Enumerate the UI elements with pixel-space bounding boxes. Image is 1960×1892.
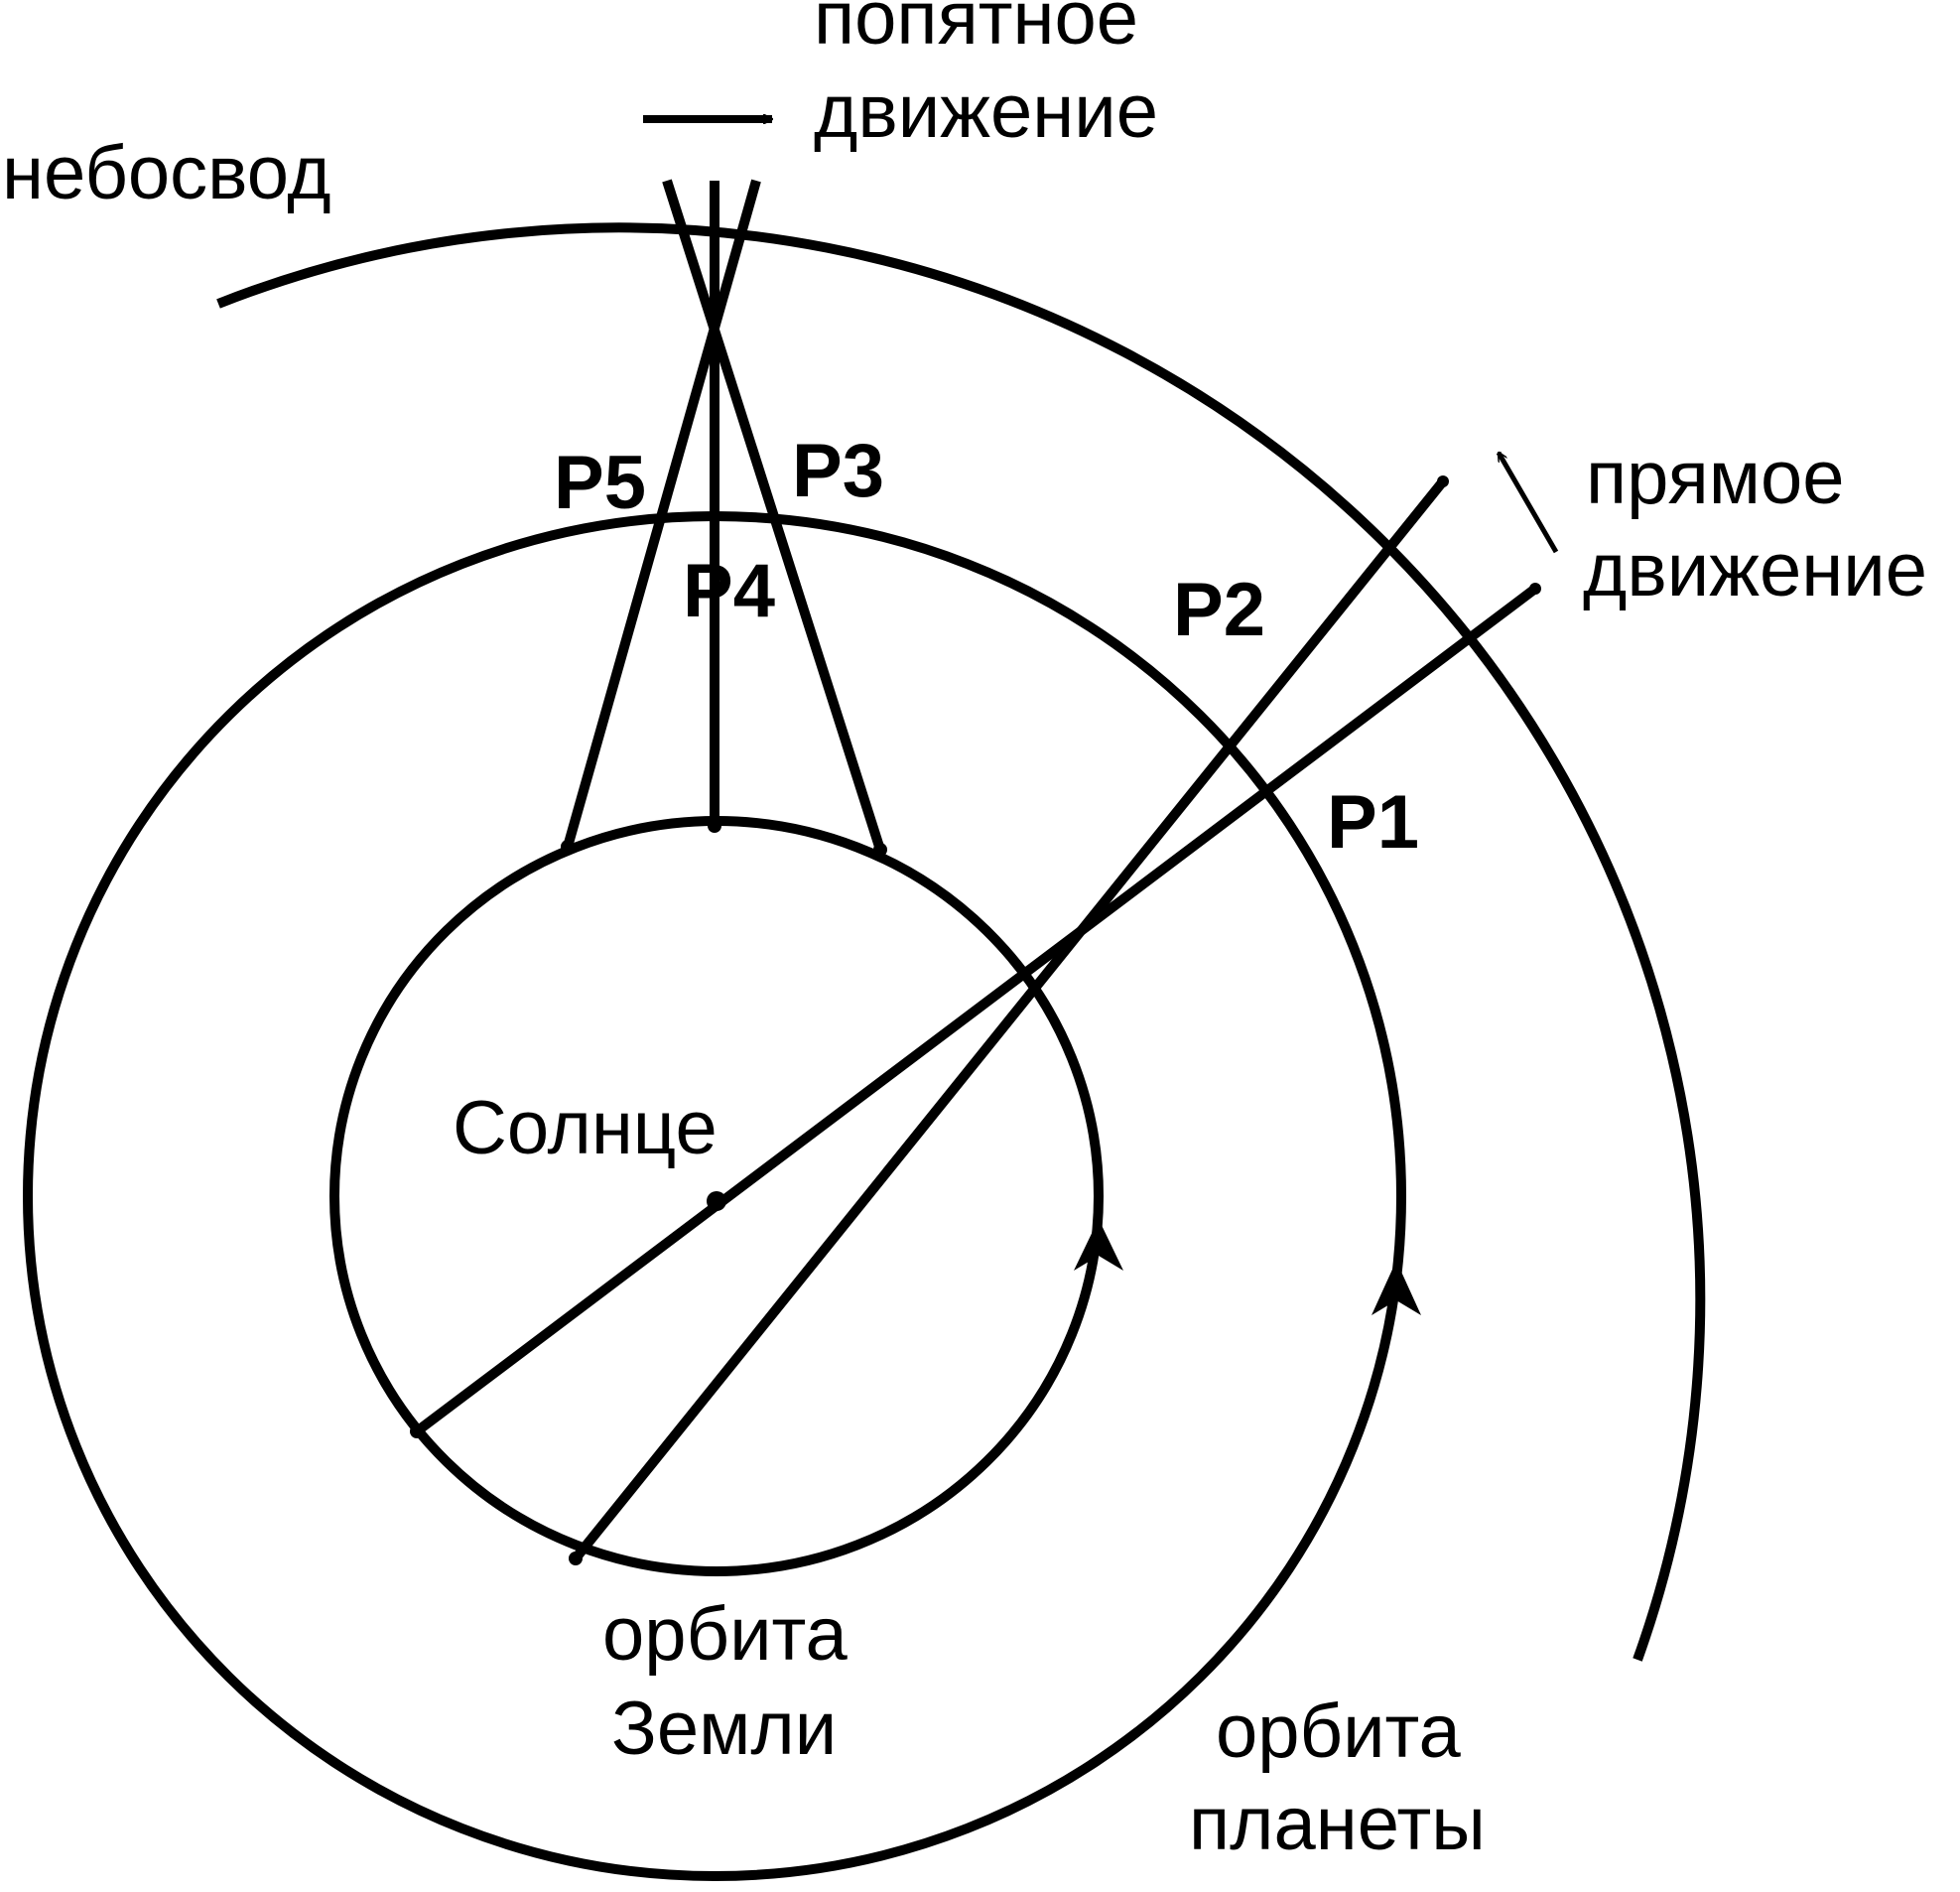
earth-point-4	[708, 819, 721, 833]
label-retrograde-line1: попятное	[814, 0, 1138, 61]
label-p4: P4	[683, 549, 775, 633]
label-direct-line2: движение	[1583, 528, 1927, 612]
earth-point-3	[873, 843, 887, 857]
earth-point-5	[561, 840, 575, 854]
earth-orbit-arrow-icon	[1074, 1219, 1123, 1271]
sight-line-p2	[572, 477, 1447, 1562]
direct-arrow-icon	[1496, 453, 1559, 554]
label-sky: небосвод	[2, 131, 331, 215]
label-retrograde-line2: движение	[814, 69, 1158, 154]
sky-point-2	[1437, 475, 1449, 487]
sight-line-p5	[563, 179, 761, 849]
label-p1: P1	[1327, 780, 1419, 865]
sky-point-1	[1529, 583, 1541, 595]
sight-line-p1	[413, 585, 1539, 1435]
label-earth-orbit-line2: Земли	[611, 1687, 837, 1771]
label-planet-orbit-line2: планеты	[1189, 1782, 1486, 1866]
label-direct-line1: прямое	[1586, 436, 1845, 520]
label-planet-orbit-line1: орбита	[1216, 1689, 1461, 1774]
label-p2: P2	[1173, 568, 1265, 652]
label-p5: P5	[554, 441, 646, 525]
sight-line-p3	[662, 179, 885, 852]
label-earth-orbit-line1: орбита	[602, 1592, 848, 1677]
label-p3: P3	[792, 429, 884, 513]
planet-orbit-arrow-icon	[1372, 1261, 1421, 1315]
earth-point-1	[410, 1424, 424, 1438]
sky-arc	[216, 222, 1706, 1662]
label-sun: Солнце	[453, 1086, 718, 1170]
earth-point-2	[569, 1552, 583, 1565]
